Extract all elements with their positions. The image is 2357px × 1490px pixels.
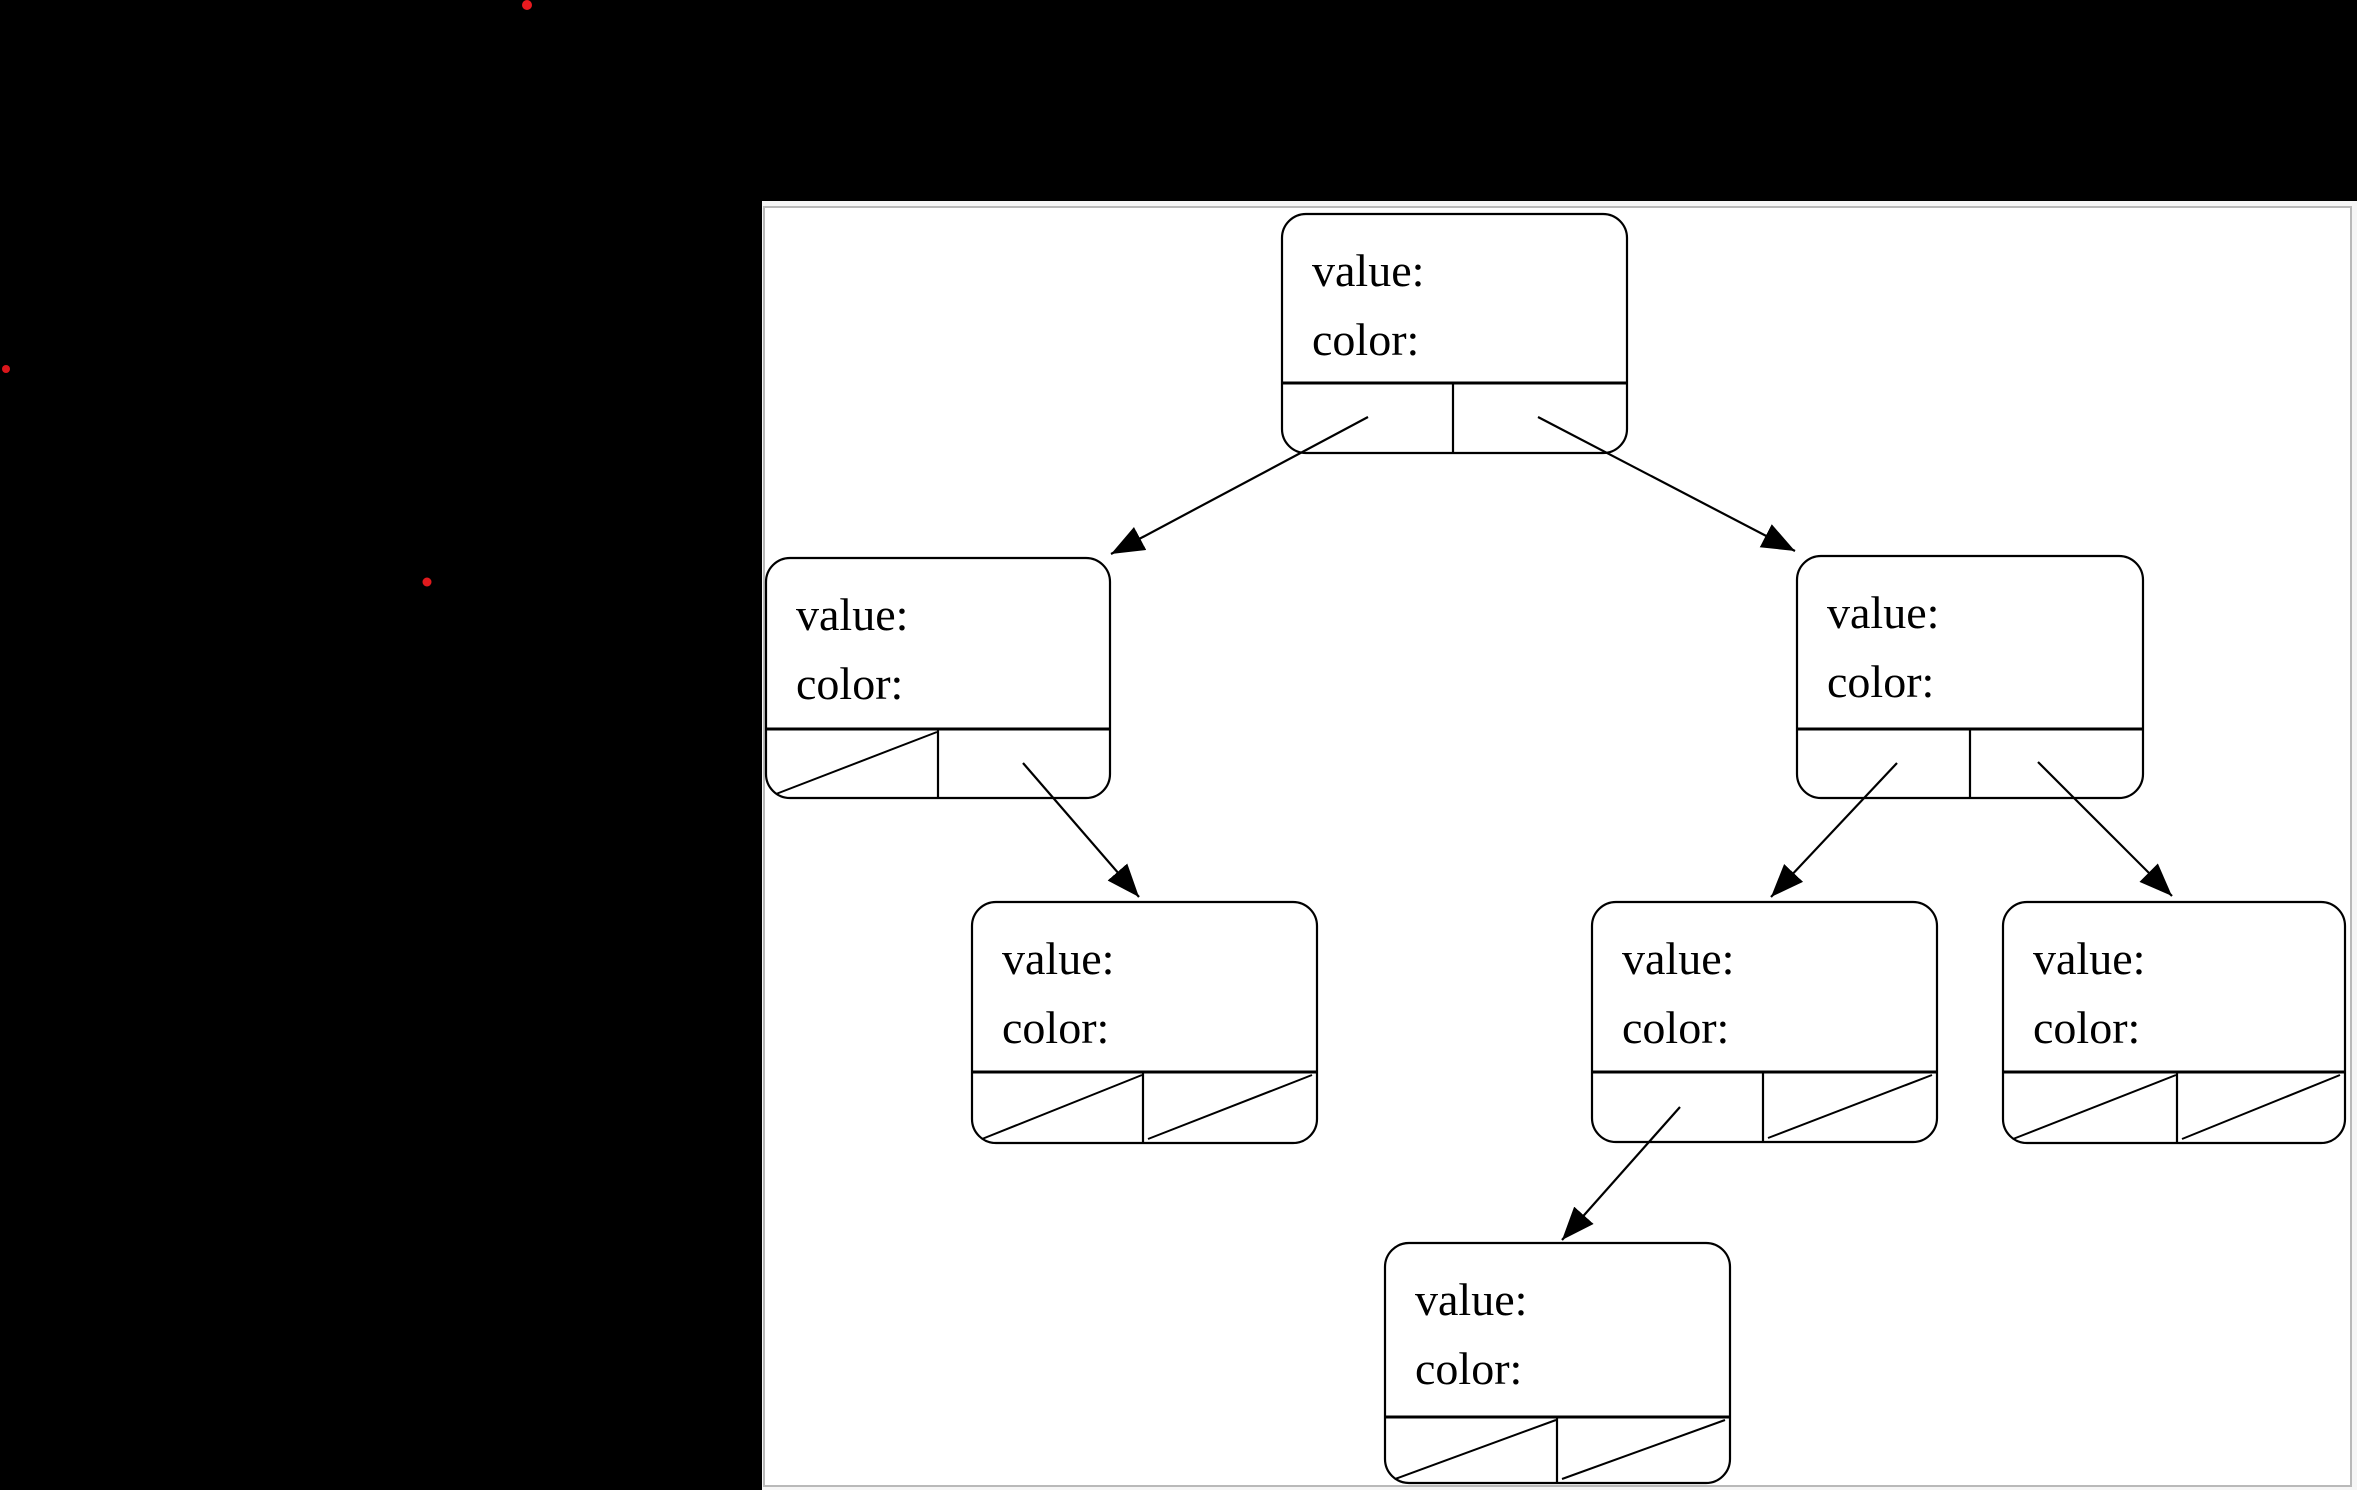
tree-node-root: value: color: [1280, 212, 1629, 455]
node-color-label: color: [1312, 314, 1419, 365]
node-color-label: color: [1002, 1002, 1109, 1053]
node-color-label: color: [1827, 656, 1934, 707]
node-value-label: value: [1622, 933, 1734, 984]
left-null-pointer-slash [775, 731, 938, 795]
left-null-pointer-slash [2012, 1074, 2177, 1140]
node-value-label: value: [2033, 933, 2145, 984]
right-null-pointer-slash [1561, 1419, 1726, 1480]
node-value-label: value: [1312, 245, 1424, 296]
node-value-label: value: [796, 589, 908, 640]
node-box [970, 900, 1319, 1145]
edge-root-to-right-child [1537, 416, 1796, 552]
node-color-label: color: [1622, 1002, 1729, 1053]
tree-node-left-right-grandchild: value: color: [970, 900, 1319, 1145]
node-value-label: value: [1002, 933, 1114, 984]
right-null-pointer-slash [1147, 1074, 1313, 1140]
red-dot [522, 0, 532, 10]
tree-node-right-right-grandchild: value: color: [2001, 900, 2347, 1145]
tree-node-right-child: value: color: [1795, 554, 2145, 800]
left-null-pointer-slash [981, 1074, 1143, 1140]
edge-left-child-to-right-grandchild [1022, 762, 1140, 898]
left-null-pointer-slash [1394, 1419, 1557, 1480]
edge-right-child-to-right-grandchild [2037, 761, 2173, 897]
right-null-pointer-slash [1767, 1074, 1933, 1139]
node-color-label: color: [1415, 1343, 1522, 1394]
node-color-label: color: [2033, 1002, 2140, 1053]
edge-right-child-to-left-grandchild [1770, 762, 1898, 898]
node-value-label: value: [1415, 1274, 1527, 1325]
red-dot [2, 365, 10, 373]
edge-left-grandchild-to-bottom-leaf [1561, 1106, 1681, 1241]
tree-node-bottom-leaf: value: color: [1383, 1241, 1732, 1485]
right-null-pointer-slash [2181, 1074, 2341, 1140]
node-color-label: color: [796, 658, 903, 709]
tree-node-left-child: value: color: [764, 556, 1112, 800]
red-dot [422, 577, 432, 587]
node-box [1280, 212, 1629, 455]
node-box [1590, 900, 1939, 1144]
node-value-label: value: [1827, 587, 1939, 638]
node-box [2001, 900, 2347, 1145]
tree-node-right-left-grandchild: value: color: [1590, 900, 1939, 1144]
edge-root-to-left-child [1110, 416, 1369, 555]
